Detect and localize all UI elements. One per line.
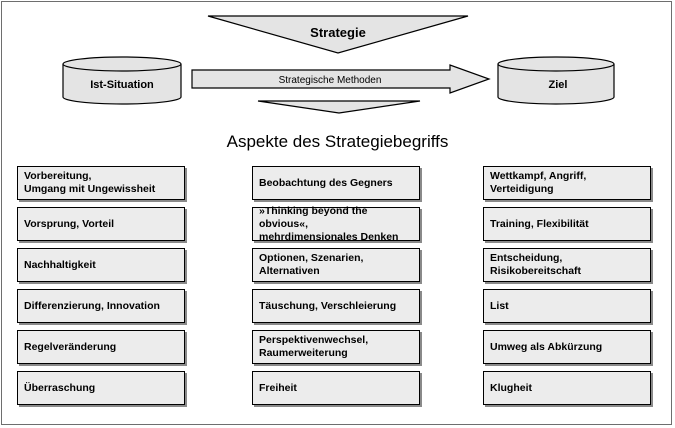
aspect-cell: Umweg als Abkürzung — [483, 330, 651, 364]
strategy-flow-diagram: Strategie Ist-Situation Strategische Met… — [62, 15, 615, 114]
goal-label: Ziel — [549, 79, 568, 91]
aspect-cell: Perspektivenwechsel, Raumerweiterung — [252, 330, 420, 364]
aspect-cell: Klugheit — [483, 371, 651, 405]
aspect-cell: Beobachtung des Gegners — [252, 166, 420, 200]
aspect-cell: Optionen, Szenarien, Alternativen — [252, 248, 420, 282]
aspect-cell: Differenzierung, Innovation — [17, 289, 185, 323]
aspect-cell: Nachhaltigkeit — [17, 248, 185, 282]
lower-triangle — [257, 100, 421, 114]
aspect-cell: Vorbereitung, Umgang mit Ungewissheit — [17, 166, 185, 200]
aspect-cell: Vorsprung, Vorteil — [17, 207, 185, 241]
aspect-cell: List — [483, 289, 651, 323]
methods-arrow — [191, 64, 491, 94]
aspect-cell: Überraschung — [17, 371, 185, 405]
aspect-cell: Training, Flexibilität — [483, 207, 651, 241]
strategy-label: Strategie — [310, 25, 366, 40]
aspect-cell: Freiheit — [252, 371, 420, 405]
strategy-triangle — [207, 15, 469, 54]
current-state-label: Ist-Situation — [90, 79, 154, 91]
aspect-cell: Täuschung, Verschleierung — [252, 289, 420, 323]
aspects-heading: Aspekte des Strategiebegriffs — [226, 132, 449, 151]
aspect-cell: Wettkampf, Angriff, Verteidigung — [483, 166, 651, 200]
aspect-cell: Entscheidung, Risikobereitschaft — [483, 248, 651, 282]
methods-label: Strategische Methoden — [279, 75, 382, 86]
aspect-cell: Regelveränderung — [17, 330, 185, 364]
goal-cylinder — [497, 56, 615, 105]
aspect-cell: »Thinking beyond the obvious«, mehrdimen… — [252, 205, 420, 243]
current-state-cylinder — [62, 56, 182, 105]
